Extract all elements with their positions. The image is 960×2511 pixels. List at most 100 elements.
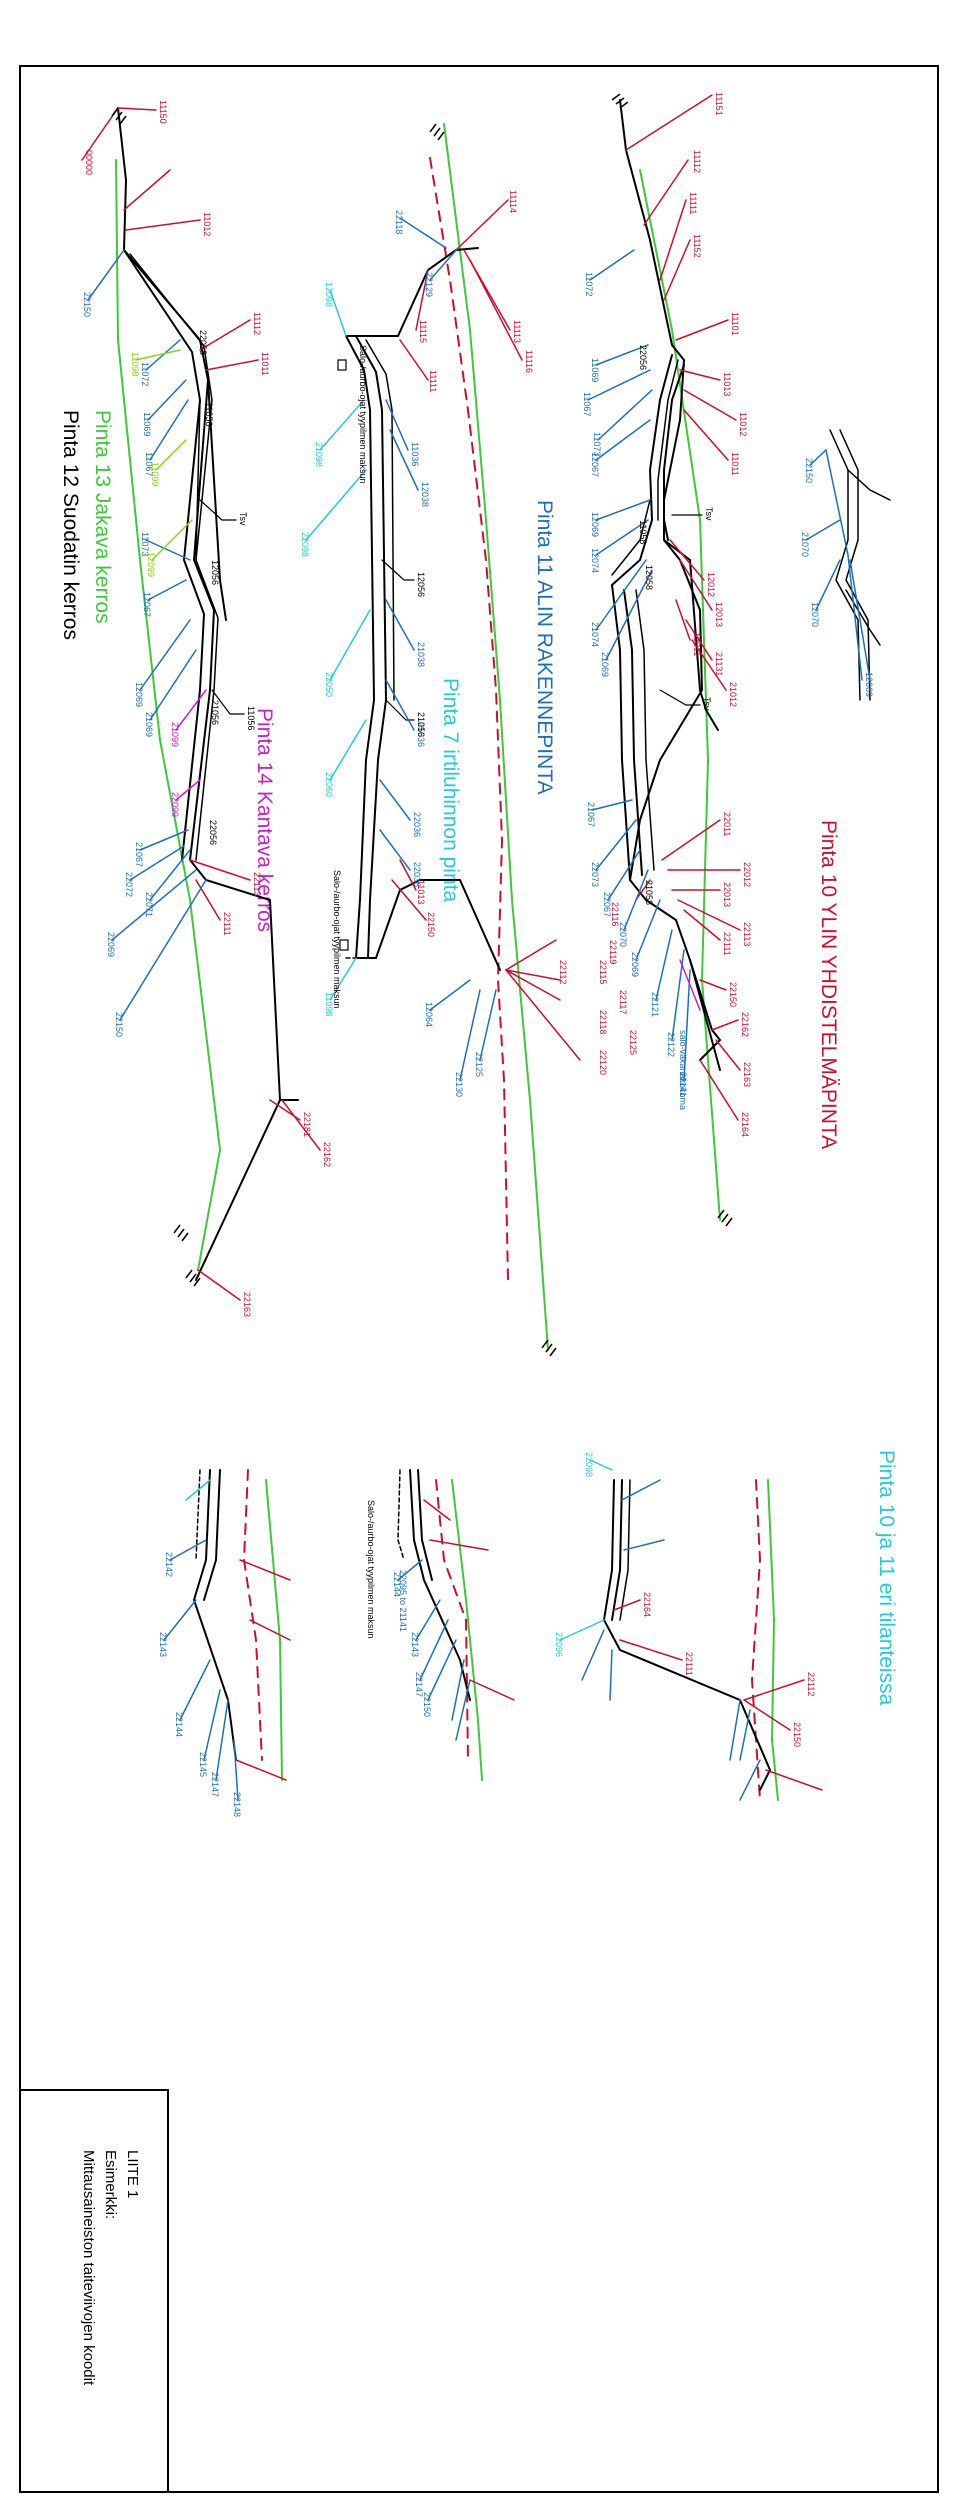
code-label-red: 22115: [598, 960, 608, 984]
code-label-blue: 12070: [810, 602, 820, 627]
code-label-red: 21012: [728, 682, 738, 707]
code-label-black: 11056: [246, 706, 256, 730]
code-label-lime: 11098: [130, 352, 140, 376]
code-label-red: 11116: [524, 350, 534, 373]
code-label-red: 11113: [512, 320, 522, 343]
code-label-red: 11151: [714, 92, 724, 116]
code-label-lime: 11099: [150, 462, 160, 486]
code-label-blue: 22069: [106, 932, 116, 957]
code-label-blue: 22121: [650, 992, 660, 1017]
code-label-black: Tsv: [238, 512, 248, 526]
code-label-blue: 12069: [590, 512, 600, 537]
code-label-red: 22118: [598, 1010, 608, 1034]
code-label-red: 22112: [806, 1672, 816, 1696]
code-label-blue: 21069: [144, 712, 154, 737]
note-3: Salo-/aurbo-ojat tyypilmen maksun: [366, 1500, 376, 1639]
ground-symbols: [111, 93, 733, 1357]
code-label-blue: 22143: [410, 1632, 420, 1657]
note-2: Salo-/aurbo-ojat tyypilmen maksun: [332, 870, 342, 1009]
code-label-black: 12058: [644, 565, 654, 590]
code-label-red: 22013: [722, 882, 732, 907]
code-label-blue: 21067: [134, 842, 144, 867]
code-label-blue: 11067: [144, 452, 154, 476]
code-label-red: 11111: [688, 192, 698, 214]
title-block: [19, 2089, 169, 2493]
sheet-frame: [19, 65, 939, 2493]
code-label-red: 22125: [628, 1030, 638, 1055]
code-label-blue: 22129: [424, 272, 434, 297]
code-label-black: 12056: [210, 560, 220, 585]
title-block-line-1: LIITE 1: [124, 2150, 141, 2198]
code-label-cyan: 22050: [324, 672, 334, 697]
label-pinta-10: Pinta 10 YLIN YHDISTELMÄPINTA: [817, 820, 840, 1149]
title-block-line-2: Esimerkki:: [102, 2150, 119, 2219]
code-label-blue: 22150: [804, 458, 814, 483]
code-label-blue: 22130: [454, 1072, 464, 1097]
code-label-red: 11152: [692, 234, 702, 258]
code-label-blue: 12074: [590, 548, 600, 573]
code-label-blue: 11069: [590, 358, 600, 382]
code-label-red: 11101: [730, 312, 740, 336]
code-label-blue: 22145: [198, 1752, 208, 1777]
code-label-black: 21058: [644, 880, 654, 905]
code-label-red: 22162: [322, 1142, 332, 1167]
code-label-blue: 22144: [174, 1712, 184, 1737]
code-label-black: Tsv: [704, 507, 714, 521]
code-label-red: 22113: [742, 922, 752, 946]
title-block-line-3: Mittausaineiston taiteviivojen koodit: [80, 2150, 97, 2386]
code-label-red: 22120: [598, 1050, 608, 1075]
code-label-red: 22111: [722, 932, 732, 956]
code-label-red: 22181: [302, 1112, 312, 1137]
code-label-blue: 22143: [158, 1632, 168, 1657]
code-label-blue: 22141: [678, 1072, 688, 1097]
code-label-blue: 22122: [666, 1032, 676, 1057]
code-label-blue: 11073: [140, 532, 150, 556]
code-label-cyan: 12098: [324, 282, 334, 307]
code-label-blue: 12067: [142, 592, 152, 617]
code-label-blue: 11072: [140, 362, 150, 386]
code-label-cyan: 22060: [324, 772, 334, 797]
code-label-red: 21131: [714, 652, 724, 676]
code-label-blue: 11067: [582, 392, 592, 416]
code-label-blue: 22150: [114, 1012, 124, 1037]
code-label-black: 11058: [638, 520, 648, 544]
code-label-red: 11011: [730, 452, 740, 476]
code-label-red: 22117: [618, 990, 628, 1014]
code-label-red: 11115: [418, 320, 428, 343]
code-label-black: Tsv: [702, 697, 712, 711]
code-label-cyan: 21098: [314, 442, 324, 467]
code-label-red: 00000: [84, 150, 94, 175]
code-label-cyan: 11098: [324, 992, 334, 1016]
code-label-red: 12013: [714, 602, 724, 627]
code-label-blue: 21036: [416, 722, 426, 747]
code-label-blue: 22036: [412, 812, 422, 837]
code-label-red: 11011: [260, 352, 270, 376]
code-label-blue: 12069: [864, 672, 874, 697]
section-bottom: [163, 1459, 823, 1801]
code-label-blue: 11072: [584, 272, 594, 296]
code-label-red: 22112: [558, 960, 568, 984]
code-label-blue: 21069: [600, 652, 610, 677]
label-pinta-12: Pinta 12 Suodatin kerros: [59, 410, 82, 640]
code-label-red: 11111: [428, 370, 438, 392]
code-labels: 1115111112111111115211101110131101211011…: [82, 92, 874, 1817]
code-label-magenta: 21099: [170, 722, 180, 747]
code-label-blue: 11069: [142, 412, 152, 436]
code-label-black: 22058: [198, 330, 208, 355]
code-label-black: 21056: [210, 700, 220, 725]
label-pinta-7: Pinta 7 irtiluhinnon pinta: [439, 678, 462, 902]
code-label-red: 22164: [642, 1592, 652, 1617]
code-label-black: 22056: [638, 345, 648, 370]
code-label-blue: 22070: [618, 922, 628, 947]
code-label-blue: 22147: [414, 1672, 424, 1697]
code-label-blue: 12069: [134, 682, 144, 707]
code-label-blue: 12038: [420, 482, 430, 507]
code-label-red: 12011: [692, 632, 702, 656]
label-pinta-14: Pinta 14 Kantava kerros: [253, 708, 276, 932]
note-1: Salo-/aurbo-ojat tyypilmen maksun: [358, 345, 368, 484]
section-top-right: [587, 94, 891, 1221]
label-pinta-10-ja-11: Pinta 10 ja 11 eri tilanteissa: [875, 1450, 898, 1706]
code-label-blue: 12064: [424, 1002, 434, 1027]
code-label-red: 22119: [608, 940, 618, 964]
